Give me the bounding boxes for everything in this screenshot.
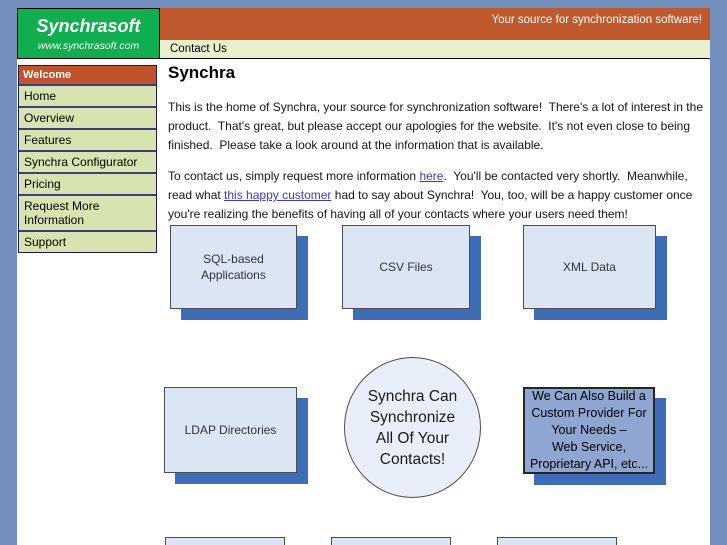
sidebar-item-pricing[interactable]: Pricing	[19, 174, 156, 196]
site-container: Synchrasoft www.synchrasoft.com Your sou…	[17, 8, 710, 545]
logo-title: Synchrasoft	[36, 16, 141, 36]
happy-customer-link[interactable]: this happy customer	[224, 188, 332, 202]
sidebar-item-features[interactable]: Features	[19, 130, 156, 152]
diagram-circle-synchra: Synchra Can Synchronize All Of Your Cont…	[344, 357, 481, 498]
intro-text: This is the home of Synchra, your source…	[168, 100, 707, 152]
text-segment-3: had to say about Synchra! You, too, will…	[168, 188, 696, 221]
main-content: Synchra This is the home of Synchra, you…	[168, 63, 708, 236]
logo-url: www.synchrasoft.com	[37, 40, 140, 52]
top-banner: Your source for synchronization software…	[160, 8, 710, 40]
diagram-box-partial-2	[331, 537, 451, 545]
page-title: Synchra	[168, 63, 236, 82]
top-nav-bar: Contact Us	[160, 40, 710, 59]
request-info-here-link[interactable]: here	[419, 169, 444, 183]
sidebar-item-support[interactable]: Support	[19, 232, 156, 252]
diagram-box-custom-provider-label: We Can Also Build a Custom Provider For …	[529, 389, 649, 471]
text-segment-1: To contact us, simply request more infor…	[168, 169, 420, 183]
sidebar-item-home[interactable]: Home	[19, 86, 156, 108]
diagram-box-xml-label: XML Data	[563, 260, 616, 274]
banner-tagline: Your source for synchronization software…	[491, 14, 702, 26]
diagram-box-sql-applications: SQL-based Applications	[170, 225, 297, 309]
diagram-box-csv-label: CSV Files	[379, 260, 433, 274]
diagram-box-ldap-directories: LDAP Directories	[164, 387, 297, 473]
diagram-box-partial-1	[165, 537, 285, 545]
diagram-box-csv-files: CSV Files	[342, 225, 470, 309]
contact-paragraph: To contact us, simply request more infor…	[168, 167, 708, 224]
diagram-box-ldap-label: LDAP Directories	[184, 423, 277, 437]
sidebar-item-request-more-information[interactable]: Request More Information	[19, 196, 156, 232]
sidebar-item-synchra-configurator[interactable]: Synchra Configurator	[19, 152, 156, 174]
diagram-box-partial-3	[497, 537, 617, 545]
contact-us-link[interactable]: Contact Us	[170, 43, 227, 55]
sidebar-item-welcome[interactable]: Welcome	[19, 66, 156, 86]
diagram-box-custom-provider: We Can Also Build a Custom Provider For …	[523, 387, 655, 474]
diagram-circle-label: Synchra Can Synchronize All Of Your Cont…	[367, 387, 458, 468]
diagram-box-xml-data: XML Data	[523, 225, 656, 309]
text-segment-2: . You'll be contacted very shortly. Mean…	[168, 169, 692, 202]
sidebar-item-overview[interactable]: Overview	[19, 108, 156, 130]
sidebar-nav: Welcome Home Overview Features Synchra C…	[18, 65, 157, 253]
intro-paragraph: This is the home of Synchra, your source…	[168, 98, 708, 155]
diagram-box-sql-label: SQL-based Applications	[201, 252, 266, 282]
site-logo: Synchrasoft www.synchrasoft.com	[17, 8, 160, 59]
